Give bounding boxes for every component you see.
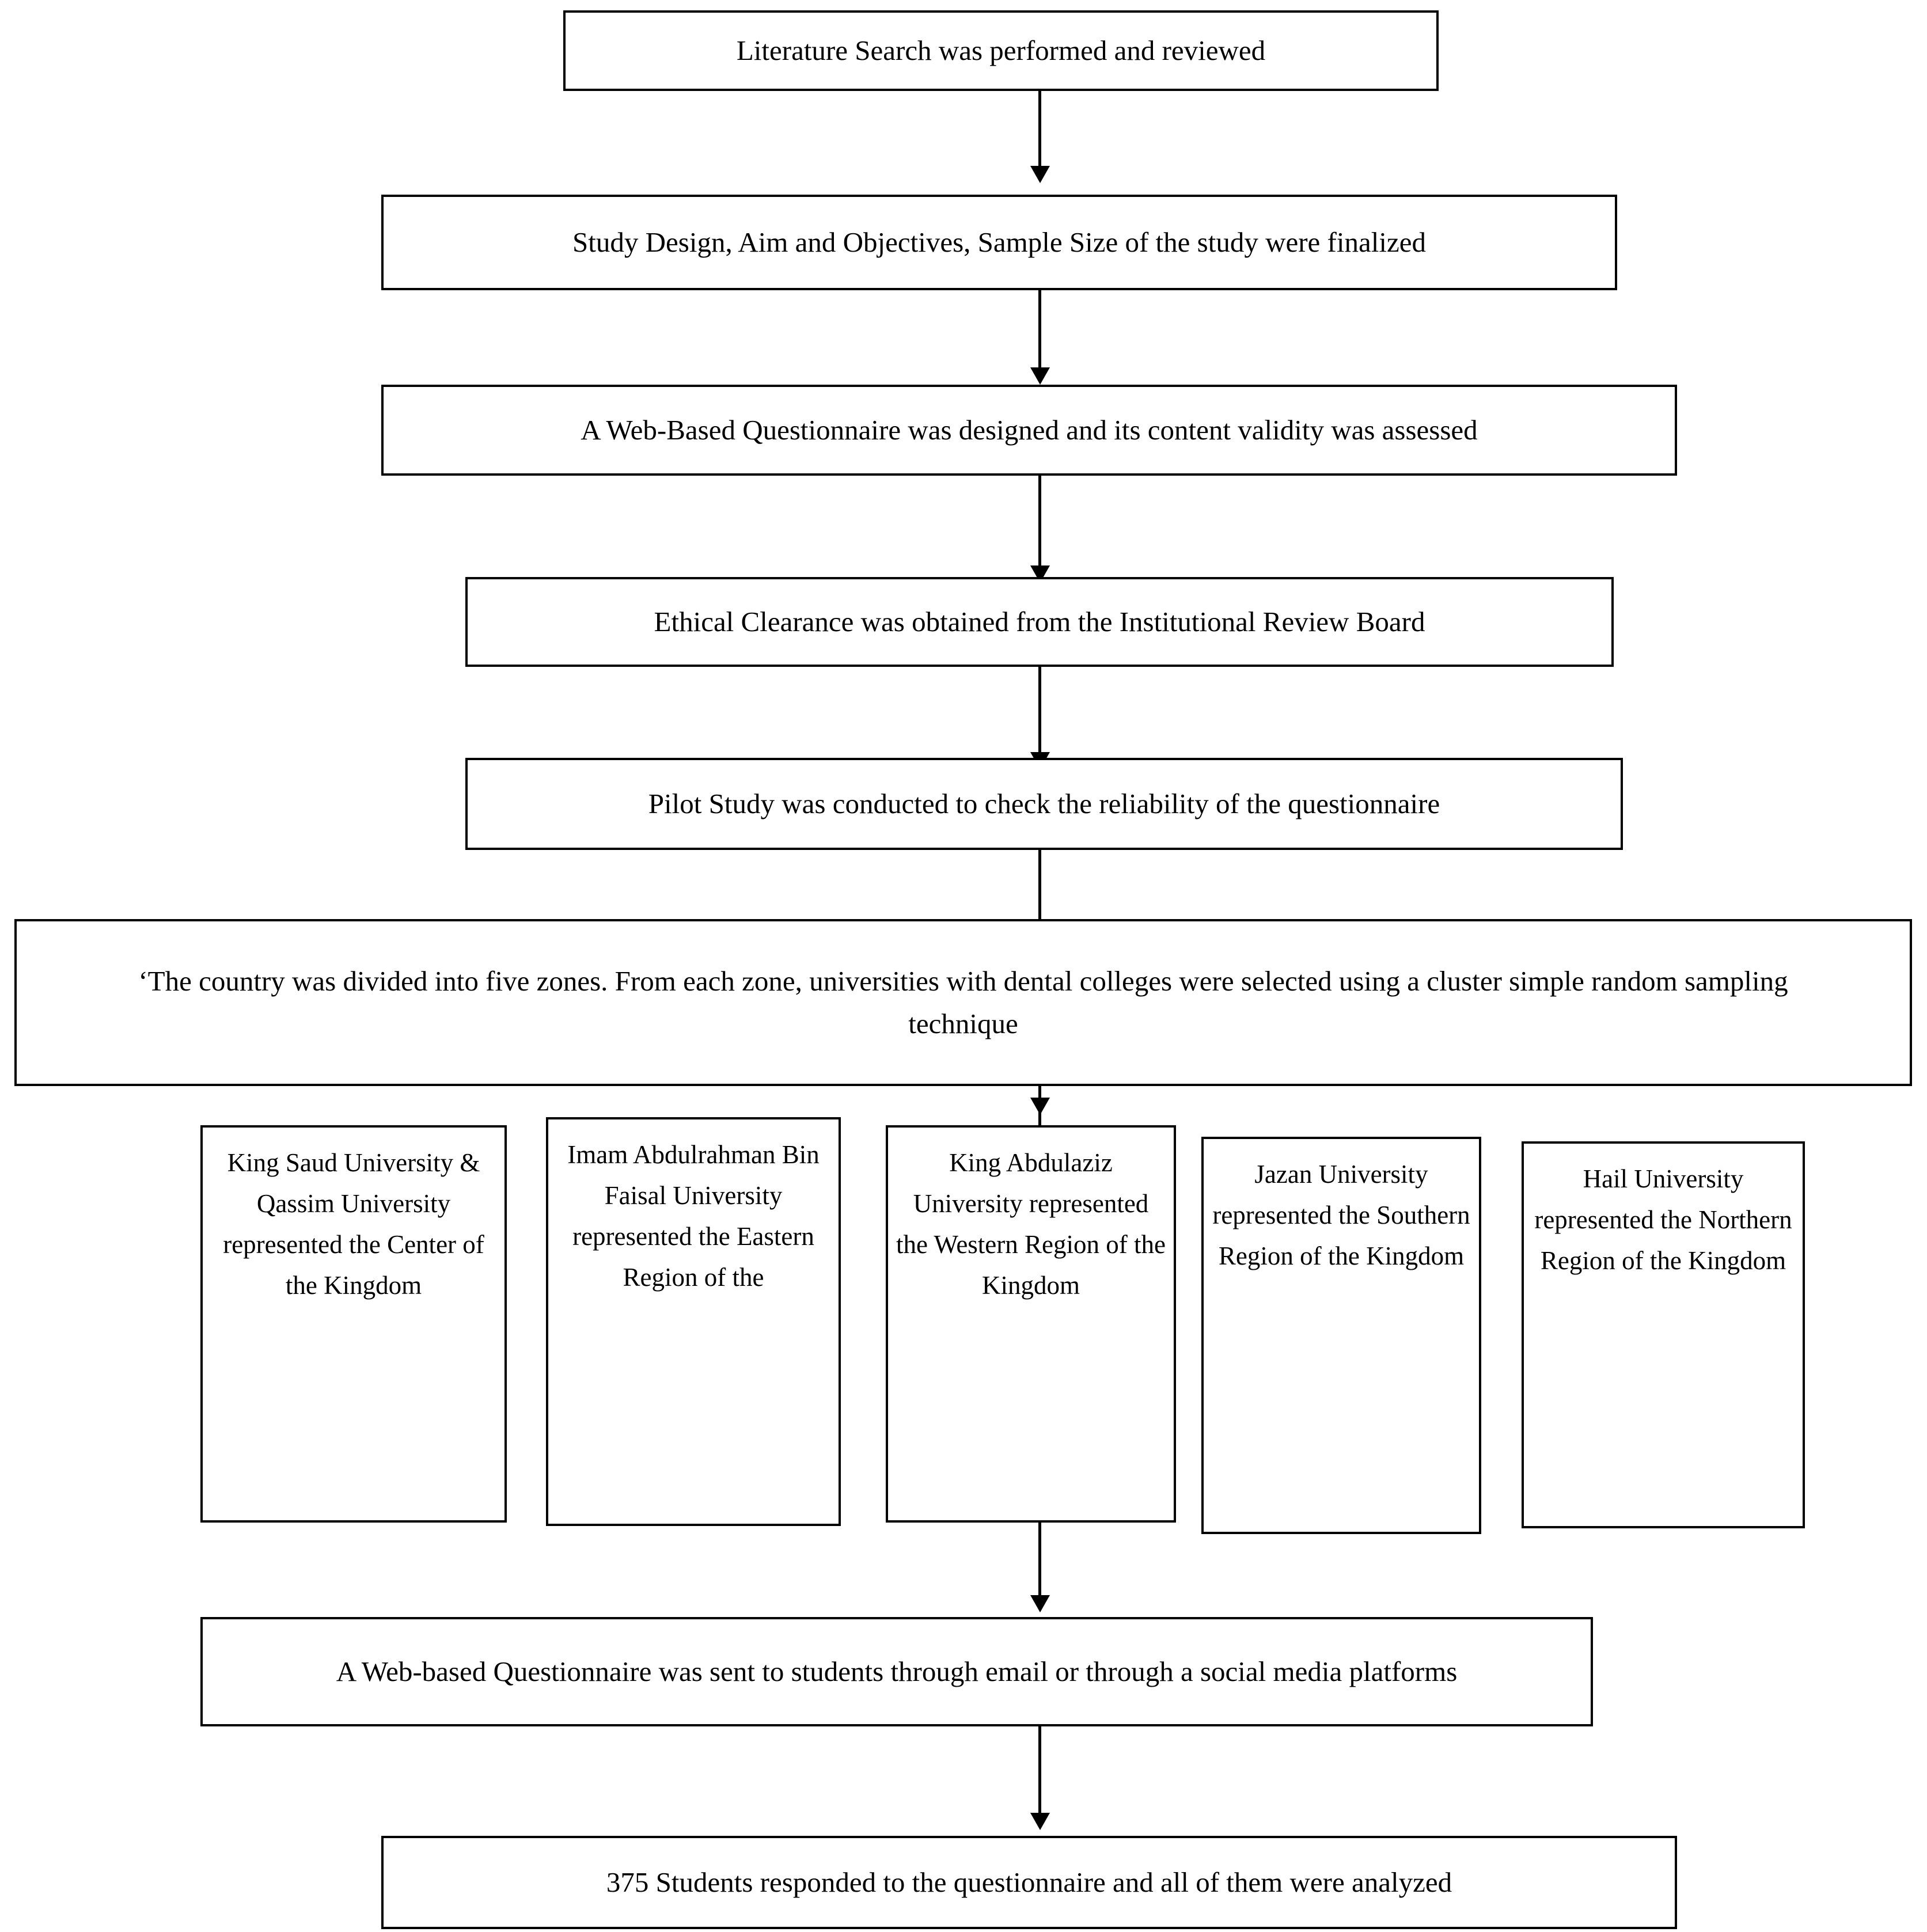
connector-7	[1038, 1523, 1041, 1608]
arrowhead-2	[1030, 367, 1050, 385]
node-university-imam-abdulrahman-bin-faisal-label: Imam Abdulrahman Bin Faisal University r…	[567, 1140, 820, 1292]
node-university-king-saud-qassim: King Saud University & Qassim University…	[200, 1125, 507, 1523]
node-university-king-abdulaziz: King Abdulaziz University represented th…	[886, 1125, 1176, 1523]
node-literature-search: Literature Search was performed and revi…	[563, 10, 1439, 91]
node-responses-analyzed-label: 375 Students responded to the questionna…	[606, 1866, 1452, 1899]
node-university-imam-abdulrahman-bin-faisal: Imam Abdulrahman Bin Faisal University r…	[546, 1117, 841, 1526]
connector-4	[1038, 667, 1041, 758]
node-zone-sampling: ‘The country was divided into five zones…	[14, 919, 1912, 1086]
node-questionnaire-design: A Web-Based Questionnaire was designed a…	[381, 385, 1677, 476]
arrowhead-8	[1030, 1813, 1050, 1830]
node-ethical-clearance: Ethical Clearance was obtained from the …	[465, 577, 1614, 667]
arrowhead-7	[1030, 1595, 1050, 1612]
connector-2	[1038, 290, 1041, 373]
arrowhead-1	[1030, 166, 1050, 183]
node-university-jazan-label: Jazan University represented the Souther…	[1212, 1160, 1470, 1271]
node-study-design-label: Study Design, Aim and Objectives, Sample…	[572, 226, 1426, 259]
node-questionnaire-distribution-label: A Web-based Questionnaire was sent to st…	[336, 1656, 1458, 1688]
node-university-king-saud-qassim-label: King Saud University & Qassim University…	[223, 1148, 484, 1300]
connector-1	[1038, 91, 1041, 172]
node-university-hail: Hail University represented the Northern…	[1522, 1141, 1805, 1528]
connector-8	[1038, 1726, 1041, 1820]
node-responses-analyzed: 375 Students responded to the questionna…	[381, 1836, 1677, 1929]
arrowhead-6	[1030, 1098, 1050, 1115]
connector-5	[1038, 850, 1041, 936]
node-study-design: Study Design, Aim and Objectives, Sample…	[381, 195, 1617, 290]
connector-6	[1038, 1086, 1041, 1149]
node-zone-sampling-label: ‘The country was divided into five zones…	[138, 965, 1788, 1039]
node-questionnaire-design-label: A Web-Based Questionnaire was designed a…	[581, 414, 1478, 446]
node-university-king-abdulaziz-label: King Abdulaziz University represented th…	[896, 1148, 1166, 1300]
connector-3	[1038, 476, 1041, 571]
node-ethical-clearance-label: Ethical Clearance was obtained from the …	[654, 606, 1425, 638]
node-pilot-study-label: Pilot Study was conducted to check the r…	[648, 788, 1440, 820]
node-pilot-study: Pilot Study was conducted to check the r…	[465, 758, 1623, 850]
node-literature-search-label: Literature Search was performed and revi…	[736, 35, 1266, 67]
node-university-hail-label: Hail University represented the Northern…	[1534, 1164, 1792, 1276]
node-questionnaire-distribution: A Web-based Questionnaire was sent to st…	[200, 1617, 1593, 1726]
node-university-jazan: Jazan University represented the Souther…	[1201, 1137, 1481, 1534]
